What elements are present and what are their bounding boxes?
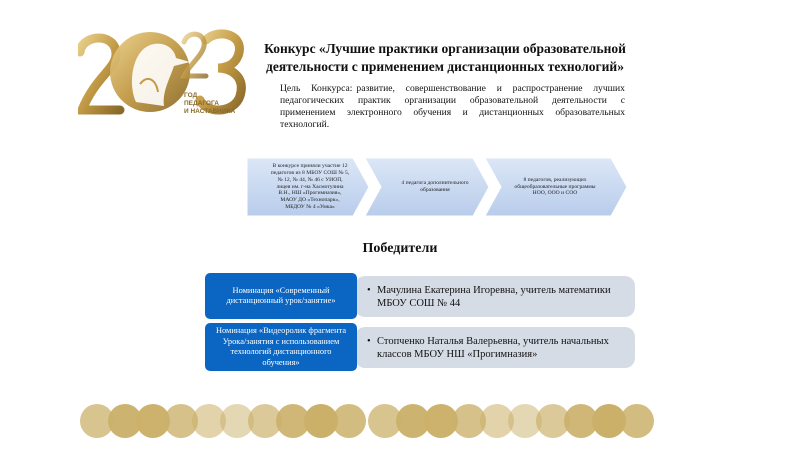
gold-dot [192,404,226,438]
gold-dot [424,404,458,438]
gold-dot [620,404,654,438]
participants-chevron [364,158,490,216]
logo-caption: ГОД ПЕДАГОГА И НАСТАВНИКА [184,92,244,116]
participants-additional-text: 4 педагога дополнительного образования [401,180,469,193]
nomination-label: Номинация «Видеоролик фрагмента Урока/за… [205,323,357,371]
winners-heading: Победители [362,241,438,256]
gold-dot [452,404,486,438]
gold-dot [220,404,254,438]
goal-text: развитие, совершенствование и распростра… [280,83,625,130]
gold-dot [276,404,310,438]
logo-caption-line: ПЕДАГОГА [184,100,219,107]
gold-dot [592,404,626,438]
logo-caption-line: И НАСТАВНИКА [184,108,236,115]
goal-paragraph: Цель Конкурса:развитие, совершенствовани… [280,83,625,131]
year-2023-logo [78,29,246,115]
gold-dot [248,404,282,438]
goal-label: Цель Конкурса: [280,83,353,94]
winner-text: Стопченко Наталья Валерьевна, учитель на… [367,335,627,361]
gold-dot [332,404,366,438]
gold-dot [304,404,338,438]
gold-dot [508,404,542,438]
gold-dot [536,404,570,438]
nomination-winner: Мачулина Екатерина Игоревна, учитель мат… [355,276,635,317]
participants-chevron [484,158,627,216]
page-title: Конкурс «Лучшие практики организации обр… [264,41,626,74]
participants-total-text: В конкурсе приняли участие 12 педагогов … [270,163,350,210]
gold-dot [396,404,430,438]
gold-dot [136,404,170,438]
participants-process [247,158,627,216]
nomination-winner: Стопченко Наталья Валерьевна, учитель на… [355,327,635,368]
gold-dot [108,404,142,438]
gold-dot [480,404,514,438]
nomination-label: Номинация «Современный дистанционный уро… [205,273,357,319]
nomination-row: Мачулина Екатерина Игоревна, учитель мат… [205,273,635,319]
participants-general-text: 8 педагогов, реализующих общеобразовател… [514,176,596,197]
logo-caption-line: ГОД [184,92,198,99]
gold-dot [80,404,114,438]
gold-dot [368,404,402,438]
gold-dot [164,404,198,438]
gold-dot [564,404,598,438]
nomination-row: Стопченко Наталья Валерьевна, учитель на… [205,323,635,371]
decorative-dots [80,404,654,438]
participants-chevron [247,158,370,216]
winner-text: Мачулина Екатерина Игоревна, учитель мат… [367,284,627,310]
